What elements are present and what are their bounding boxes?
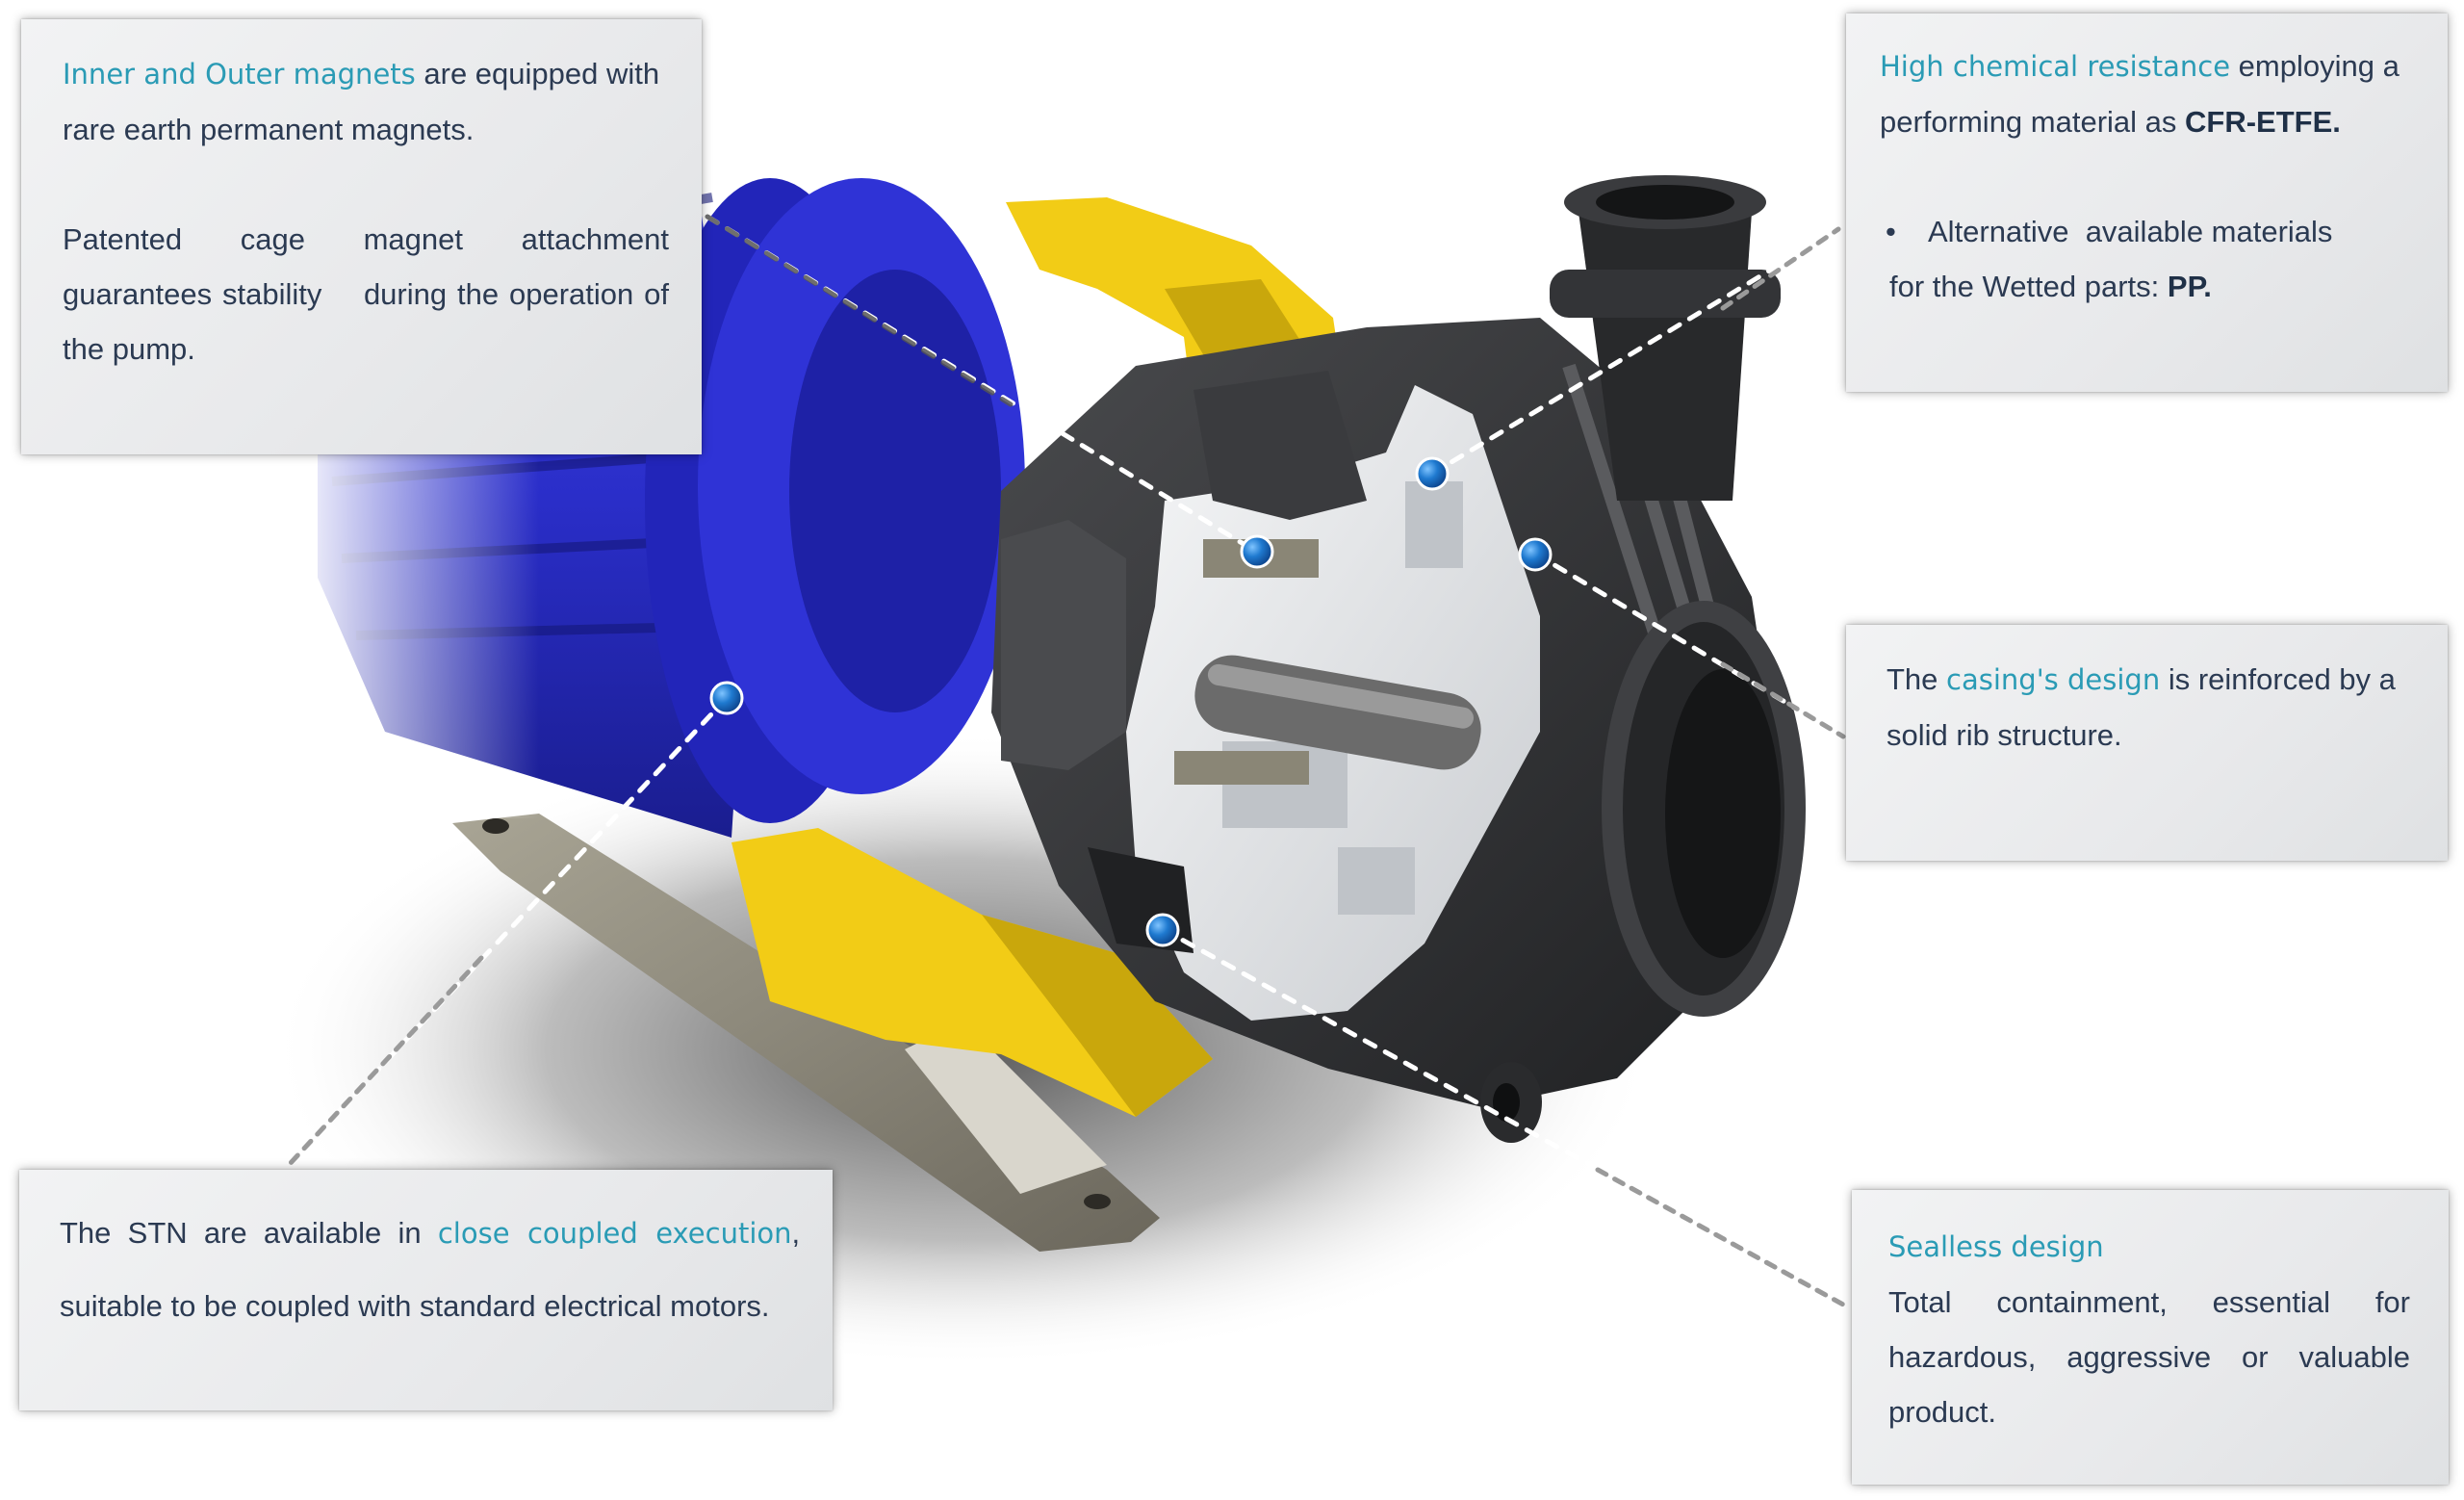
chemical-alt-item: • Alternative available materials: [1880, 204, 2419, 259]
chemical-alt-line-2: for the Wetted parts: PP.: [1880, 259, 2419, 314]
magnets-text-2: Patented cage magnet attachment guarante…: [63, 222, 678, 366]
casing-highlight: casing's design: [1946, 663, 2161, 696]
casing-marker: [1518, 537, 1553, 572]
bullet-icon: •: [1886, 215, 1896, 248]
callout-coupled: The STN are available in close coupled e…: [19, 1170, 833, 1410]
coupled-pre: The STN are available in: [60, 1216, 438, 1250]
chemical-material: CFR-ETFE.: [2185, 105, 2341, 139]
magnets-text-1: Inner and Outer magnets are equipped wit…: [63, 46, 669, 157]
callout-casing: The casing's design is reinforced by a s…: [1846, 625, 2448, 861]
chemical-marker: [1415, 456, 1450, 491]
casing-text: The casing's design is reinforced by a s…: [1886, 652, 2409, 763]
callout-sealless: Sealless design Total containment, essen…: [1852, 1190, 2449, 1485]
sealless-highlight: Sealless design: [1888, 1230, 2104, 1263]
sealless-highlight-line: Sealless design: [1888, 1219, 2410, 1275]
casing-body: is reinforced by a solid rib structure.: [1886, 662, 2396, 752]
sealless-marker: [1145, 913, 1180, 947]
chemical-alt-text: Alternative available materials: [1928, 215, 2333, 248]
magnets-highlight: Inner and Outer magnets: [63, 58, 416, 91]
callout-magnets: Inner and Outer magnets are equipped wit…: [21, 19, 702, 454]
coupled-text-1: The STN are available in close coupled e…: [60, 1197, 800, 1270]
chemical-highlight: High chemical resistance: [1880, 50, 2231, 83]
coupled-text-2: suitable to be coupled with standard ele…: [60, 1289, 770, 1323]
magnets-marker: [1240, 534, 1274, 569]
sealless-text: Total containment, essential for hazardo…: [1888, 1285, 2410, 1429]
chemical-alt-text-2: for the Wetted parts:: [1889, 270, 2168, 303]
magnets-body-1: are equipped with rare earth permanent m…: [63, 57, 660, 146]
coupled-marker: [709, 681, 744, 715]
casing-pre: The: [1886, 662, 1947, 696]
coupled-post: ,: [791, 1216, 801, 1250]
coupled-highlight: close coupled execution: [437, 1217, 792, 1250]
chemical-alt-material: PP.: [2167, 270, 2212, 303]
chemical-text-1: High chemical resistance employing a per…: [1880, 39, 2419, 149]
chemical-body-1: employing a performing material as: [1880, 49, 2400, 139]
callout-chemical: High chemical resistance employing a per…: [1846, 13, 2448, 392]
